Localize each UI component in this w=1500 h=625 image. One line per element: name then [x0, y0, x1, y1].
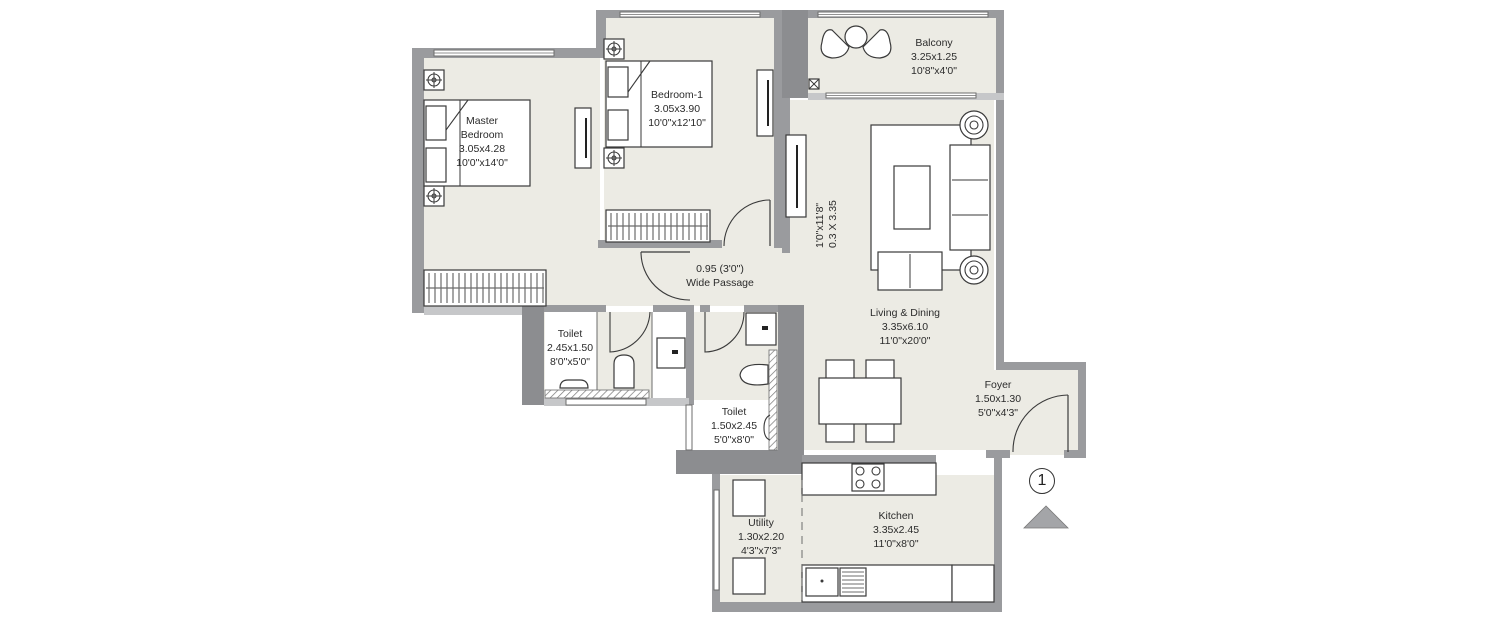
room-name: Wide Passage [686, 277, 754, 289]
passage-width: 0.95 (3'0") [696, 263, 744, 275]
room-size-metric: 3.05x4.28 [458, 143, 506, 155]
room-name: Bedroom-1 [651, 89, 703, 101]
foyer-door [1012, 394, 1069, 453]
room-size-metric: 2.45x1.50 [546, 342, 594, 354]
room-size-metric: 3.35x6.10 [881, 321, 929, 333]
storage-dimension-note: 1'0"x11'8" 0.3 X 3.35 [814, 200, 840, 248]
toilet-fixtures [544, 311, 778, 451]
room-size-metric: 1.30x2.20 [737, 531, 785, 543]
master-bedroom-furniture [423, 69, 592, 307]
room-size-imperial: 10'8"x4'0" [911, 65, 957, 77]
room-size-metric: 3.05x3.90 [653, 103, 701, 115]
room-label-passage: 0.95 (3'0") Wide Passage [686, 262, 754, 290]
room-name: Balcony [915, 37, 953, 49]
passage-door [640, 251, 691, 301]
entrance-arrow-icon [1023, 505, 1069, 529]
room-size-imperial: 11'0"x8'0" [873, 538, 919, 550]
room-label-bedroom-1: Bedroom-1 3.05x3.90 10'0"x12'10" [648, 88, 706, 130]
room-size-imperial: 5'0"x4'3" [977, 407, 1019, 419]
room-label-living-dining: Living & Dining 3.35x6.10 11'0"x20'0" [870, 306, 940, 348]
room-name-line2: Bedroom [460, 129, 504, 141]
room-label-balcony: Balcony 3.25x1.25 10'8"x4'0" [911, 36, 957, 78]
room-name: Utility [748, 517, 774, 529]
room-label-kitchen: Kitchen 3.35x2.45 11'0"x8'0" [873, 509, 919, 551]
kitchen-fixtures [732, 462, 995, 603]
room-size-metric: 3.25x1.25 [910, 51, 958, 63]
room-size-imperial: 11'0"x20'0" [879, 335, 931, 347]
room-size-imperial: 8'0"x5'0" [549, 356, 591, 368]
room-name: Foyer [984, 379, 1012, 391]
room-label-utility: Utility 1.30x2.20 4'3"x7'3" [738, 516, 784, 558]
room-name: Master [465, 115, 499, 127]
storage-size-metric: 0.3 X 3.35 [827, 200, 839, 248]
room-name: Toilet [557, 328, 583, 340]
living-furniture [785, 110, 991, 443]
room-label-toilet-2: Toilet 1.50x2.45 5'0"x8'0" [711, 405, 757, 447]
room-label-toilet-1: Toilet 2.45x1.50 8'0"x5'0" [547, 327, 593, 369]
bedroom-1-furniture [603, 38, 774, 247]
entrance-marker: 1 [1029, 468, 1055, 494]
windows [433, 11, 989, 591]
room-label-foyer: Foyer 1.50x1.30 5'0"x4'3" [975, 378, 1021, 420]
room-size-metric: 1.50x1.30 [974, 393, 1022, 405]
room-name: Toilet [721, 406, 747, 418]
balcony-furniture [808, 25, 892, 90]
room-size-imperial: 5'0"x8'0" [713, 434, 755, 446]
room-name: Kitchen [878, 510, 914, 522]
room-size-metric: 3.35x2.45 [872, 524, 920, 536]
room-size-imperial: 10'0"x12'10" [648, 117, 706, 129]
room-name: Living & Dining [869, 307, 941, 319]
room-size-imperial: 10'0"x14'0" [456, 157, 508, 169]
room-label-master-bedroom: Master Bedroom 3.05x4.28 10'0"x14'0" [456, 114, 508, 170]
room-size-imperial: 4'3"x7'3" [740, 545, 782, 557]
storage-size-imperial: 1'0"x11'8" [814, 202, 826, 248]
room-size-metric: 1.50x2.45 [710, 420, 758, 432]
